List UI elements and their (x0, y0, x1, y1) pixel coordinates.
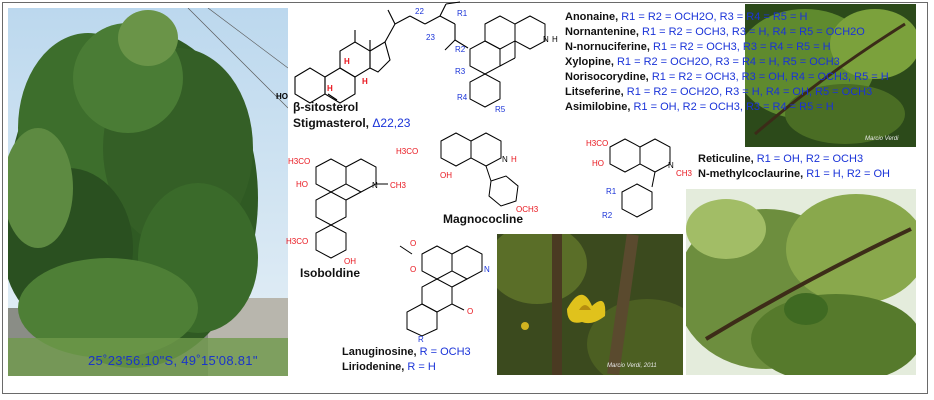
aporphine-line-5: Litseferine, R1 = R2 = OCH2O, R3 = H, R4… (565, 86, 873, 98)
isoboldine-n: N (372, 181, 378, 190)
aporphine-core-structure: R1 R2 R3 R4 R5 N H (455, 4, 565, 116)
tree-photo: 25˚23'56.10"S, 49˚15'08.81" (8, 8, 288, 376)
aporphine-line-1: Nornantenine, R1 = R2 = OCH3, R3 = H, R4… (565, 26, 865, 38)
oxo-line-1: Liriodenine, R = H (342, 361, 436, 373)
aporphine-line-0: Anonaine, R1 = R2 = OCH2O, R3 = R4 = R5 … (565, 11, 808, 23)
isoboldine-ho: HO (296, 180, 308, 189)
sterol-h2-label: H (362, 77, 368, 86)
isoboldine-name: Isoboldine (300, 266, 360, 280)
benzyliso-line-0: Reticuline, R1 = OH, R2 = OCH3 (698, 153, 864, 165)
oxo-o3: O (467, 307, 473, 316)
benzyliso-ho: HO (592, 159, 604, 168)
oxo-n: N (484, 265, 490, 274)
benzyliso-r1: R1 (606, 187, 617, 196)
leaf-photo-bottom (686, 189, 916, 375)
delta-label: Δ22,23 (372, 116, 411, 130)
aporphine-line-6: Asimilobine, R1 = OH, R2 = OCH3, R3 = R4… (565, 101, 834, 113)
sterol-name-2: Stigmasterol, Δ22,23 (293, 116, 410, 130)
magnococline-n: N (502, 155, 508, 164)
flower-photo: Marcio Verdi, 2011 (497, 234, 683, 375)
sterol-h3-label: H (327, 84, 333, 93)
sterol-name-1: β-sitosterol (293, 100, 359, 114)
benzyliso-n: N (668, 161, 674, 170)
core-r2: R2 (455, 45, 466, 54)
magnococline-h: H (511, 155, 517, 164)
sterol-structure: HO H H H 22 23 (270, 1, 480, 112)
oxo-o1: O (410, 239, 416, 248)
isoboldine-structure: H3CO HO H3CO OH N CH3 (286, 152, 416, 266)
leaf-photo-top: Marcio Verdi (745, 4, 916, 147)
isoboldine-oh: OH (344, 257, 356, 266)
aporphine-line-3: Xylopine, R1 = R2 = OCH2O, R3 = R4 = H, … (565, 56, 840, 68)
magnococline-oh: OH (440, 171, 452, 180)
magnococline-h3co: H3CO (396, 147, 418, 156)
benzyliso-ch3: CH3 (676, 169, 693, 178)
core-r1: R1 (457, 9, 468, 18)
sterol-ho-label: HO (276, 92, 288, 101)
leaf-photo-credit: Marcio Verdi (865, 136, 899, 142)
oxo-o2: O (410, 265, 416, 274)
benzyliso-line-1: N-methylcoclaurine, R1 = H, R2 = OH (698, 168, 890, 180)
benzyliso-r2: R2 (602, 211, 613, 220)
flower-photo-credit: Marcio Verdi, 2011 (607, 363, 657, 369)
aporphine-line-4: Norisocorydine, R1 = R2 = OCH3, R3 = OH,… (565, 71, 889, 83)
gps-coordinates: 25˚23'56.10"S, 49˚15'08.81" (88, 353, 258, 368)
oxo-line-0: Lanuginosine, R = OCH3 (342, 346, 471, 358)
magnococline-name: Magnococline (443, 212, 524, 226)
isoboldine-ch3: CH3 (390, 181, 407, 190)
oxo-r: R (418, 335, 424, 344)
benzylisoquinoline-structure: H3CO HO N CH3 R1 R2 (580, 132, 695, 232)
sterol-c23-label: 23 (426, 33, 435, 42)
core-r3: R3 (455, 67, 466, 76)
stigmasterol-label: Stigmasterol, (293, 116, 370, 130)
core-n: N (543, 35, 549, 44)
isoboldine-och3-top: H3CO (288, 157, 310, 166)
magnococline-och3: OCH3 (516, 205, 539, 214)
core-h: H (552, 35, 558, 44)
oxoaporphine-structure: O O N O R (392, 232, 502, 344)
core-r4: R4 (457, 93, 468, 102)
magnococline-structure: H3CO OH N H OCH3 (396, 126, 556, 226)
sterol-h1-label: H (344, 57, 350, 66)
sterol-c22-label: 22 (415, 7, 424, 16)
aporphine-line-2: N-nornuciferine, R1 = R2 = OCH3, R3 = R4… (565, 41, 831, 53)
isoboldine-och3-bot: H3CO (286, 237, 308, 246)
core-r5: R5 (495, 105, 506, 114)
benzyliso-h3co: H3CO (586, 139, 608, 148)
